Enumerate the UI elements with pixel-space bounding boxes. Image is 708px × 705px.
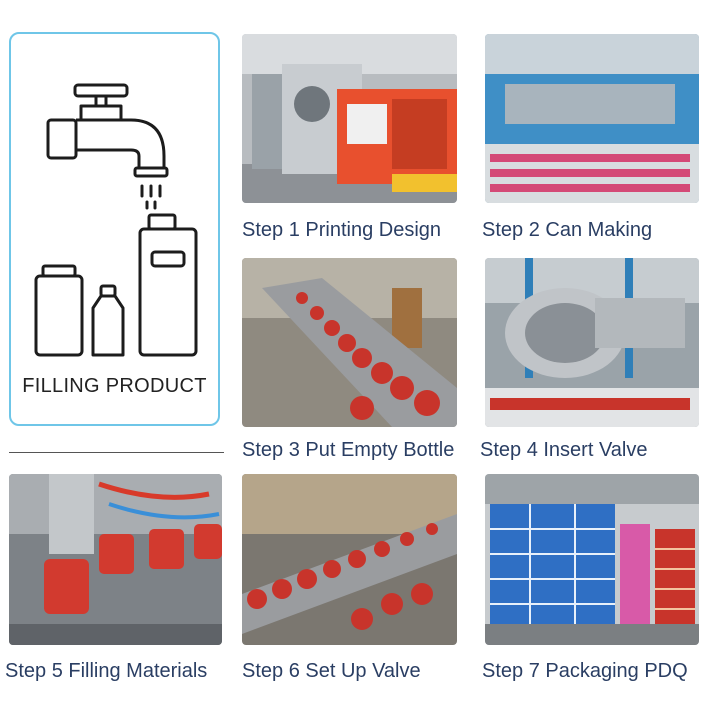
filling-product-title: FILLING PRODUCT bbox=[22, 375, 207, 397]
printing-machine-photo bbox=[242, 34, 457, 203]
step-3-caption: Step 3 Put Empty Bottle bbox=[242, 439, 455, 461]
step-7-caption: Step 7 Packaging PDQ bbox=[482, 660, 688, 682]
step-1-caption: Step 1 Printing Design bbox=[242, 219, 442, 241]
section-divider bbox=[9, 452, 224, 453]
can-making-photo bbox=[485, 34, 699, 203]
insert-valve-photo bbox=[485, 258, 699, 427]
faucet-and-bottles-icon bbox=[34, 83, 198, 357]
filling-materials-photo bbox=[9, 474, 222, 645]
filling-product-card: FILLING PRODUCT bbox=[9, 32, 220, 426]
step-5-caption: Step 5 Filling Materials bbox=[5, 660, 208, 682]
step-6-caption: Step 6 Set Up Valve bbox=[242, 660, 421, 682]
set-up-valve-photo bbox=[242, 474, 457, 645]
step-2-caption: Step 2 Can Making bbox=[482, 219, 653, 241]
packaging-pdq-photo bbox=[485, 474, 699, 645]
empty-bottle-conveyor-photo bbox=[242, 258, 457, 427]
step-4-caption: Step 4 Insert Valve bbox=[480, 439, 648, 461]
